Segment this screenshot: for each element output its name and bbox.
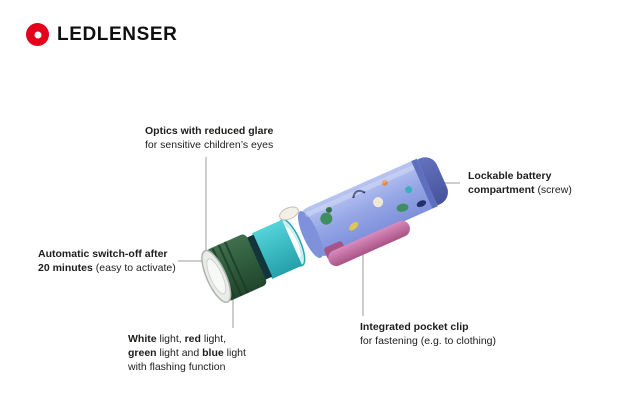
callout-switch-off-title-line2: 20 minutes [38,262,93,274]
callout-lights-text: light, [156,333,185,345]
callout-lights-green: green [128,347,157,359]
brand-logo-icon [26,23,49,46]
brand-logo-text: LEDLENSER [57,23,178,45]
callout-battery-subtitle: (screw) [537,184,572,196]
callout-battery: Lockable battery compartment (screw) [468,169,572,197]
flashlight-tail-cap [417,157,448,206]
callout-switch-off: Automatic switch-off after 20 minutes (e… [38,247,176,275]
callout-lights-blue: blue [202,347,224,359]
callout-lights-white: White [128,333,157,345]
callout-optics: Optics with reduced glare for sensitive … [145,124,273,152]
callout-clip: Integrated pocket clip for fastening (e.… [360,320,496,348]
callout-switch-off-title-line1: Automatic switch-off after [38,248,168,260]
callout-optics-subtitle: for sensitive children’s eyes [145,139,274,151]
callout-optics-title: Optics with reduced glare [145,125,274,137]
callout-lights-line3: with flashing function [128,361,226,373]
callout-lights-text: light, [200,333,227,345]
callout-lights: White light, red light, green light and … [128,332,246,374]
callout-battery-title-line2: compartment [468,184,535,196]
brand-logo-icon-dot [34,31,41,38]
callout-switch-off-subtitle: (easy to activate) [95,262,176,274]
flashlight-head [201,218,306,304]
flashlight-body-cut-face [297,211,323,259]
flashlight-body-tube [301,161,437,256]
flashlight-body [297,157,448,267]
flashlight-tail-ring [411,158,438,209]
lens-front-core [206,258,227,295]
callout-battery-title-line1: Lockable battery [468,170,552,182]
flashlight-body-pattern [304,165,427,231]
power-button [279,206,299,221]
callout-lights-text: light [223,347,246,359]
callout-clip-title: Integrated pocket clip [360,321,469,333]
head-dark-ring [245,234,273,281]
pocket-clip [328,220,410,267]
callout-clip-subtitle: for fastening (e.g. to clothing) [360,335,496,347]
callout-lights-red: red [184,333,201,345]
brand-logo: LEDLENSER [26,23,177,46]
flashlight-illustration [201,157,448,304]
callout-lights-text: light and [156,347,203,359]
head-teal-ring [251,219,303,279]
